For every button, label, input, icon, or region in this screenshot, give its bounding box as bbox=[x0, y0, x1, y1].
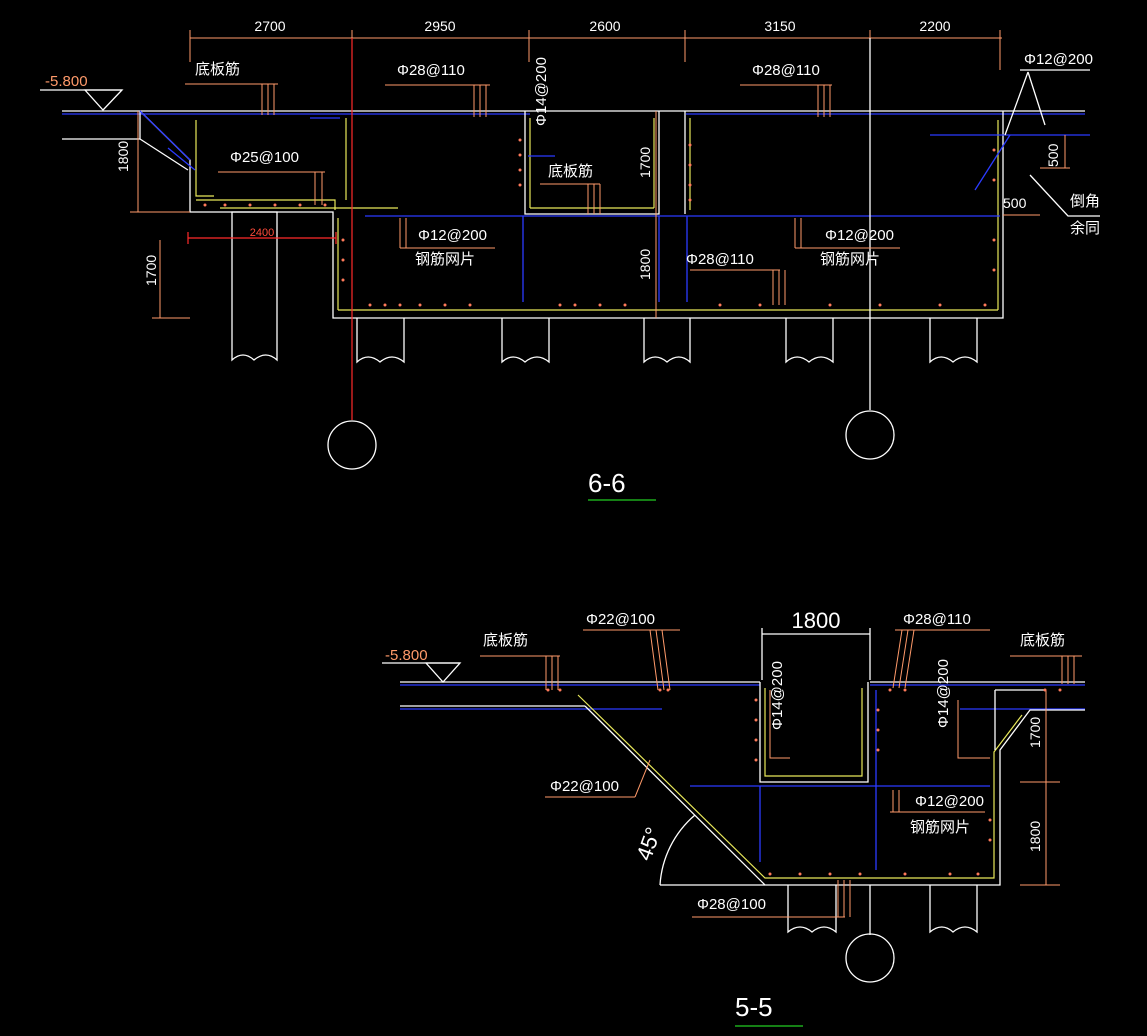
dim-2400: 2400 bbox=[250, 227, 274, 239]
elevation-marker: -5.800 bbox=[40, 73, 124, 111]
dim-1700: 1700 bbox=[1027, 717, 1043, 748]
piles-5-5 bbox=[787, 885, 978, 934]
section-title-5-5: 5-5 bbox=[735, 992, 773, 1022]
label-chamfer: 倒角 bbox=[1070, 193, 1100, 210]
label-bottom-bar-left-5-5: 底板筋 bbox=[483, 631, 528, 649]
dim-1800-left: 1800 bbox=[115, 141, 131, 172]
labels-5-5: 底板筋 Φ22@100 Φ28@110 底板筋 Φ14@200 Φ14@200 … bbox=[480, 611, 1082, 918]
dim-2200: 2200 bbox=[919, 18, 950, 34]
label-bottom-bar-left: 底板筋 bbox=[195, 60, 240, 78]
label-bar-28-110-5-5: Φ28@110 bbox=[903, 611, 971, 628]
section-title-6-6: 6-6 bbox=[588, 468, 626, 498]
rebar-dots-bottom bbox=[203, 138, 996, 307]
piles-6-6 bbox=[231, 211, 978, 364]
dim-3150: 3150 bbox=[764, 18, 795, 34]
dim-2950: 2950 bbox=[424, 18, 455, 34]
label-mesh-5-5: 钢筋网片 bbox=[910, 819, 970, 836]
label-chamfer-same: 余同 bbox=[1070, 219, 1100, 237]
axis-bubble-right bbox=[845, 410, 895, 460]
label-bar-12-200-top: Φ12@200 bbox=[1024, 51, 1093, 68]
label-bar-28-110-c: Φ28@110 bbox=[686, 251, 754, 268]
dim-1800-mid: 1800 bbox=[637, 249, 653, 280]
label-bottom-bar-right-5-5: 底板筋 bbox=[1020, 631, 1065, 649]
rebar-dots-5-5 bbox=[546, 688, 1062, 876]
section-5-5: -5.800 1800 1700 1800 bbox=[382, 608, 1085, 1027]
top-dimension-chain: 2700 2950 2600 3150 2200 bbox=[189, 18, 1002, 70]
dim-500-a: 500 bbox=[1045, 143, 1061, 167]
label-bar-22-100-top: Φ22@100 bbox=[586, 611, 655, 628]
label-bar-12-200-5-5: Φ12@200 bbox=[915, 793, 984, 810]
elevation-text-5-5: -5.800 bbox=[385, 647, 428, 664]
elevation-text: -5.800 bbox=[45, 73, 88, 90]
axis-bubble-left bbox=[327, 420, 377, 470]
label-bar-28-110-b: Φ28@110 bbox=[752, 62, 820, 79]
section-6-6: 2700 2950 2600 3150 2200 -5.800 bbox=[40, 18, 1100, 501]
label-bar-22-100-slope: Φ22@100 bbox=[550, 778, 619, 795]
dim-500-b: 500 bbox=[1003, 195, 1027, 211]
dim-1800-top: 1800 bbox=[792, 608, 841, 633]
label-mesh-right: 钢筋网片 bbox=[820, 251, 880, 268]
dim-1700-mid: 1700 bbox=[637, 147, 653, 178]
dim-2700: 2700 bbox=[254, 18, 285, 34]
label-bar-14-200: Φ14@200 bbox=[533, 57, 550, 126]
label-bar-28-100: Φ28@100 bbox=[697, 896, 766, 913]
label-bar-28-110-a: Φ28@110 bbox=[397, 62, 465, 79]
label-bar-12-200-left: Φ12@200 bbox=[418, 227, 487, 244]
labels-6-6: 底板筋 Φ28@110 Φ14@200 Φ28@110 Φ12@200 Φ25@… bbox=[185, 51, 1100, 305]
label-bar-12-200-right: Φ12@200 bbox=[825, 227, 894, 244]
axis-bubble-5-5 bbox=[845, 933, 895, 983]
label-mesh-left: 钢筋网片 bbox=[415, 251, 475, 268]
label-bottom-bar-mid: 底板筋 bbox=[548, 162, 593, 180]
angle-45: 45° bbox=[631, 824, 666, 864]
dim-1700-left: 1700 bbox=[143, 255, 159, 286]
label-bar-14-200-left: Φ14@200 bbox=[769, 661, 786, 730]
dim-1800: 1800 bbox=[1027, 821, 1043, 852]
label-bar-14-200-right: Φ14@200 bbox=[935, 659, 952, 728]
label-bar-25-100: Φ25@100 bbox=[230, 149, 299, 166]
dim-2600: 2600 bbox=[589, 18, 620, 34]
